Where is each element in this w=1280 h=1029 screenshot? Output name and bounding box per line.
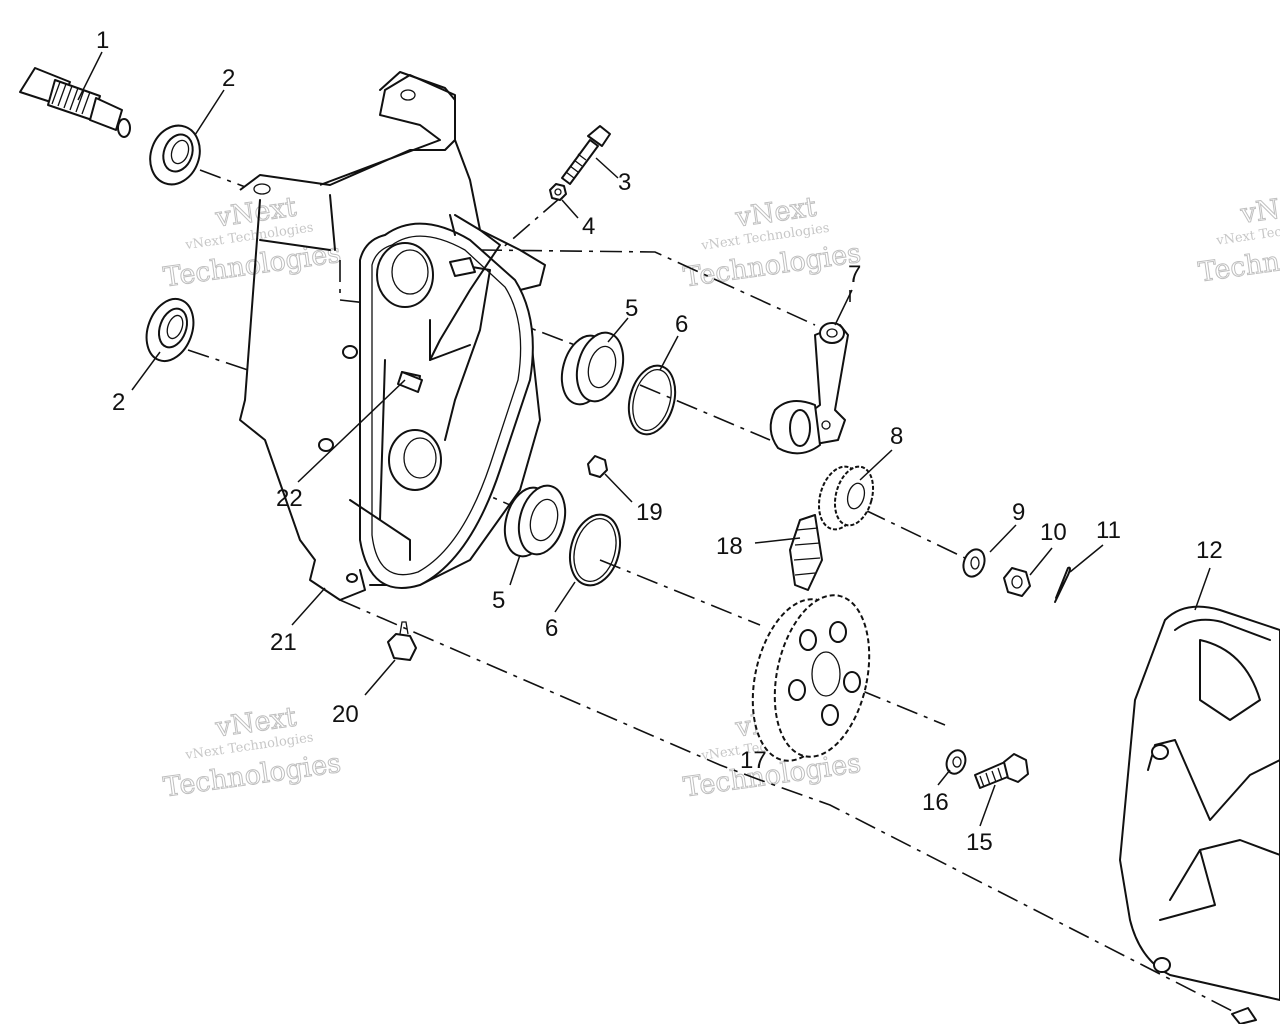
- part-snap-ring-upper: [627, 364, 677, 436]
- callout-5-lower: 5: [492, 587, 505, 614]
- callout-6-upper: 6: [675, 311, 688, 338]
- callout-2-upper: 2: [222, 65, 235, 92]
- part-large-sprocket: [751, 594, 871, 762]
- callout-12: 12: [1196, 537, 1223, 564]
- callout-10: 10: [1040, 519, 1067, 546]
- callout-1: 1: [96, 27, 109, 54]
- callout-22: 22: [276, 485, 303, 512]
- watermark-bottom-left: vNext vNext Technologies Technologies: [161, 701, 343, 804]
- part-lower-bolt: [974, 753, 1029, 789]
- part-washer: [962, 548, 986, 578]
- watermark-top-right: vNext vNext Technologies Technologies: [1196, 187, 1280, 288]
- callout-20: 20: [332, 701, 359, 728]
- callout-11: 11: [1096, 517, 1121, 544]
- watermark-top-center: vNext vNext Technologies Technologies: [681, 191, 863, 294]
- part-lower-washer: [945, 749, 967, 775]
- part-bearing-upper: [560, 331, 625, 406]
- callout-15: 15: [966, 829, 993, 856]
- callout-8: 8: [890, 423, 903, 450]
- part-upper-sprocket: [817, 465, 875, 531]
- callout-9: 9: [1012, 499, 1025, 526]
- callout-16: 16: [922, 789, 949, 816]
- part-castle-nut: [1003, 567, 1031, 597]
- part-tensioner-arm: [769, 322, 849, 455]
- part-snap-ring-lower: [569, 513, 621, 587]
- part-chaincase-housing: [239, 71, 546, 601]
- callout-labels: 1 2 2 3 4 5 5 6 6 7 8 9 10 11 12 15 16 1…: [96, 27, 1223, 856]
- assembly-lines: [187, 169, 1241, 1016]
- callout-17: 17: [740, 747, 767, 774]
- callout-19: 19: [636, 499, 663, 526]
- part-drive-chain: [789, 514, 823, 591]
- callout-18: 18: [716, 533, 743, 560]
- callout-5-upper: 5: [625, 295, 638, 322]
- callout-21: 21: [270, 629, 297, 656]
- part-bearing-lower: [503, 484, 567, 558]
- part-seal-lower: [145, 298, 195, 362]
- part-bolt: [561, 125, 611, 185]
- part-cotter-pin: [1054, 566, 1071, 603]
- part-small-nut: [549, 183, 567, 201]
- callout-3: 3: [618, 169, 631, 196]
- callout-4: 4: [582, 213, 595, 240]
- leader-lines: [77, 51, 1211, 827]
- part-drain-plug: [387, 621, 417, 661]
- svg-text:vNext: vNext: [1238, 188, 1280, 230]
- watermark-top-left: vNext vNext Technologies Technologies: [161, 191, 343, 294]
- callout-2-lower: 2: [112, 389, 125, 416]
- callout-6-lower: 6: [545, 615, 558, 642]
- callout-7: 7: [848, 261, 861, 288]
- part-chaincase-cover: [1119, 605, 1280, 1025]
- part-seal-upper: [149, 124, 201, 186]
- part-nut-19: [587, 455, 608, 478]
- part-dowel-pin: [397, 371, 423, 393]
- part-shaft: [19, 67, 131, 138]
